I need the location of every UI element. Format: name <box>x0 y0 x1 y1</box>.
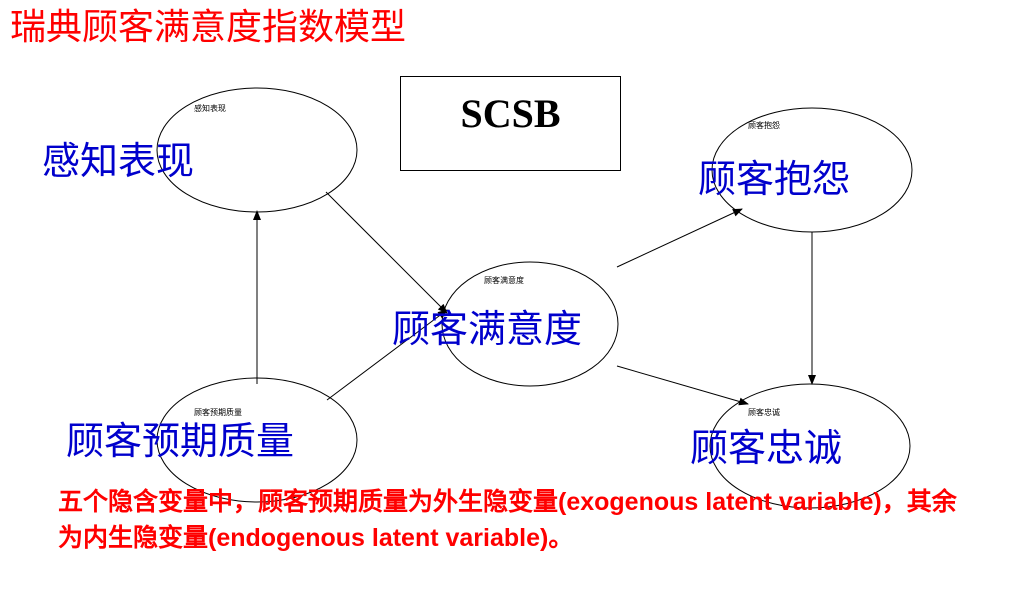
slide-title: 瑞典顾客满意度指数模型 <box>10 7 407 48</box>
node-satisfaction-small-label: 顾客满意度 <box>484 275 524 285</box>
model-name-label: SCSB <box>460 91 561 136</box>
node-expectations-label: 顾客预期质量 <box>66 419 295 463</box>
node-loyalty-label: 顾客忠诚 <box>690 426 843 470</box>
node-perceived-label: 感知表现 <box>42 139 195 183</box>
node-perceived-small-label: 感知表现 <box>194 103 226 113</box>
model-name-box: SCSB <box>400 76 621 171</box>
arrow-satisfaction-to-loyalty <box>616 365 749 406</box>
arrow-expectations-to-satisfaction <box>326 309 448 401</box>
node-complaints-label: 顾客抱怨 <box>698 157 851 201</box>
node-loyalty-small-label: 顾客忠诚 <box>748 407 780 417</box>
footnote: 五个隐含变量中，顾客预期质量为外生隐变量(exogenous latent va… <box>58 488 957 552</box>
node-satisfaction-ellipse <box>441 261 619 387</box>
node-satisfaction-label: 顾客满意度 <box>392 307 583 351</box>
arrow-perceived-to-satisfaction <box>325 191 448 314</box>
node-expectations-small-label: 顾客预期质量 <box>194 407 242 417</box>
node-complaints-small-label: 顾客抱怨 <box>748 120 780 130</box>
arrow-satisfaction-to-complaints <box>616 208 743 268</box>
